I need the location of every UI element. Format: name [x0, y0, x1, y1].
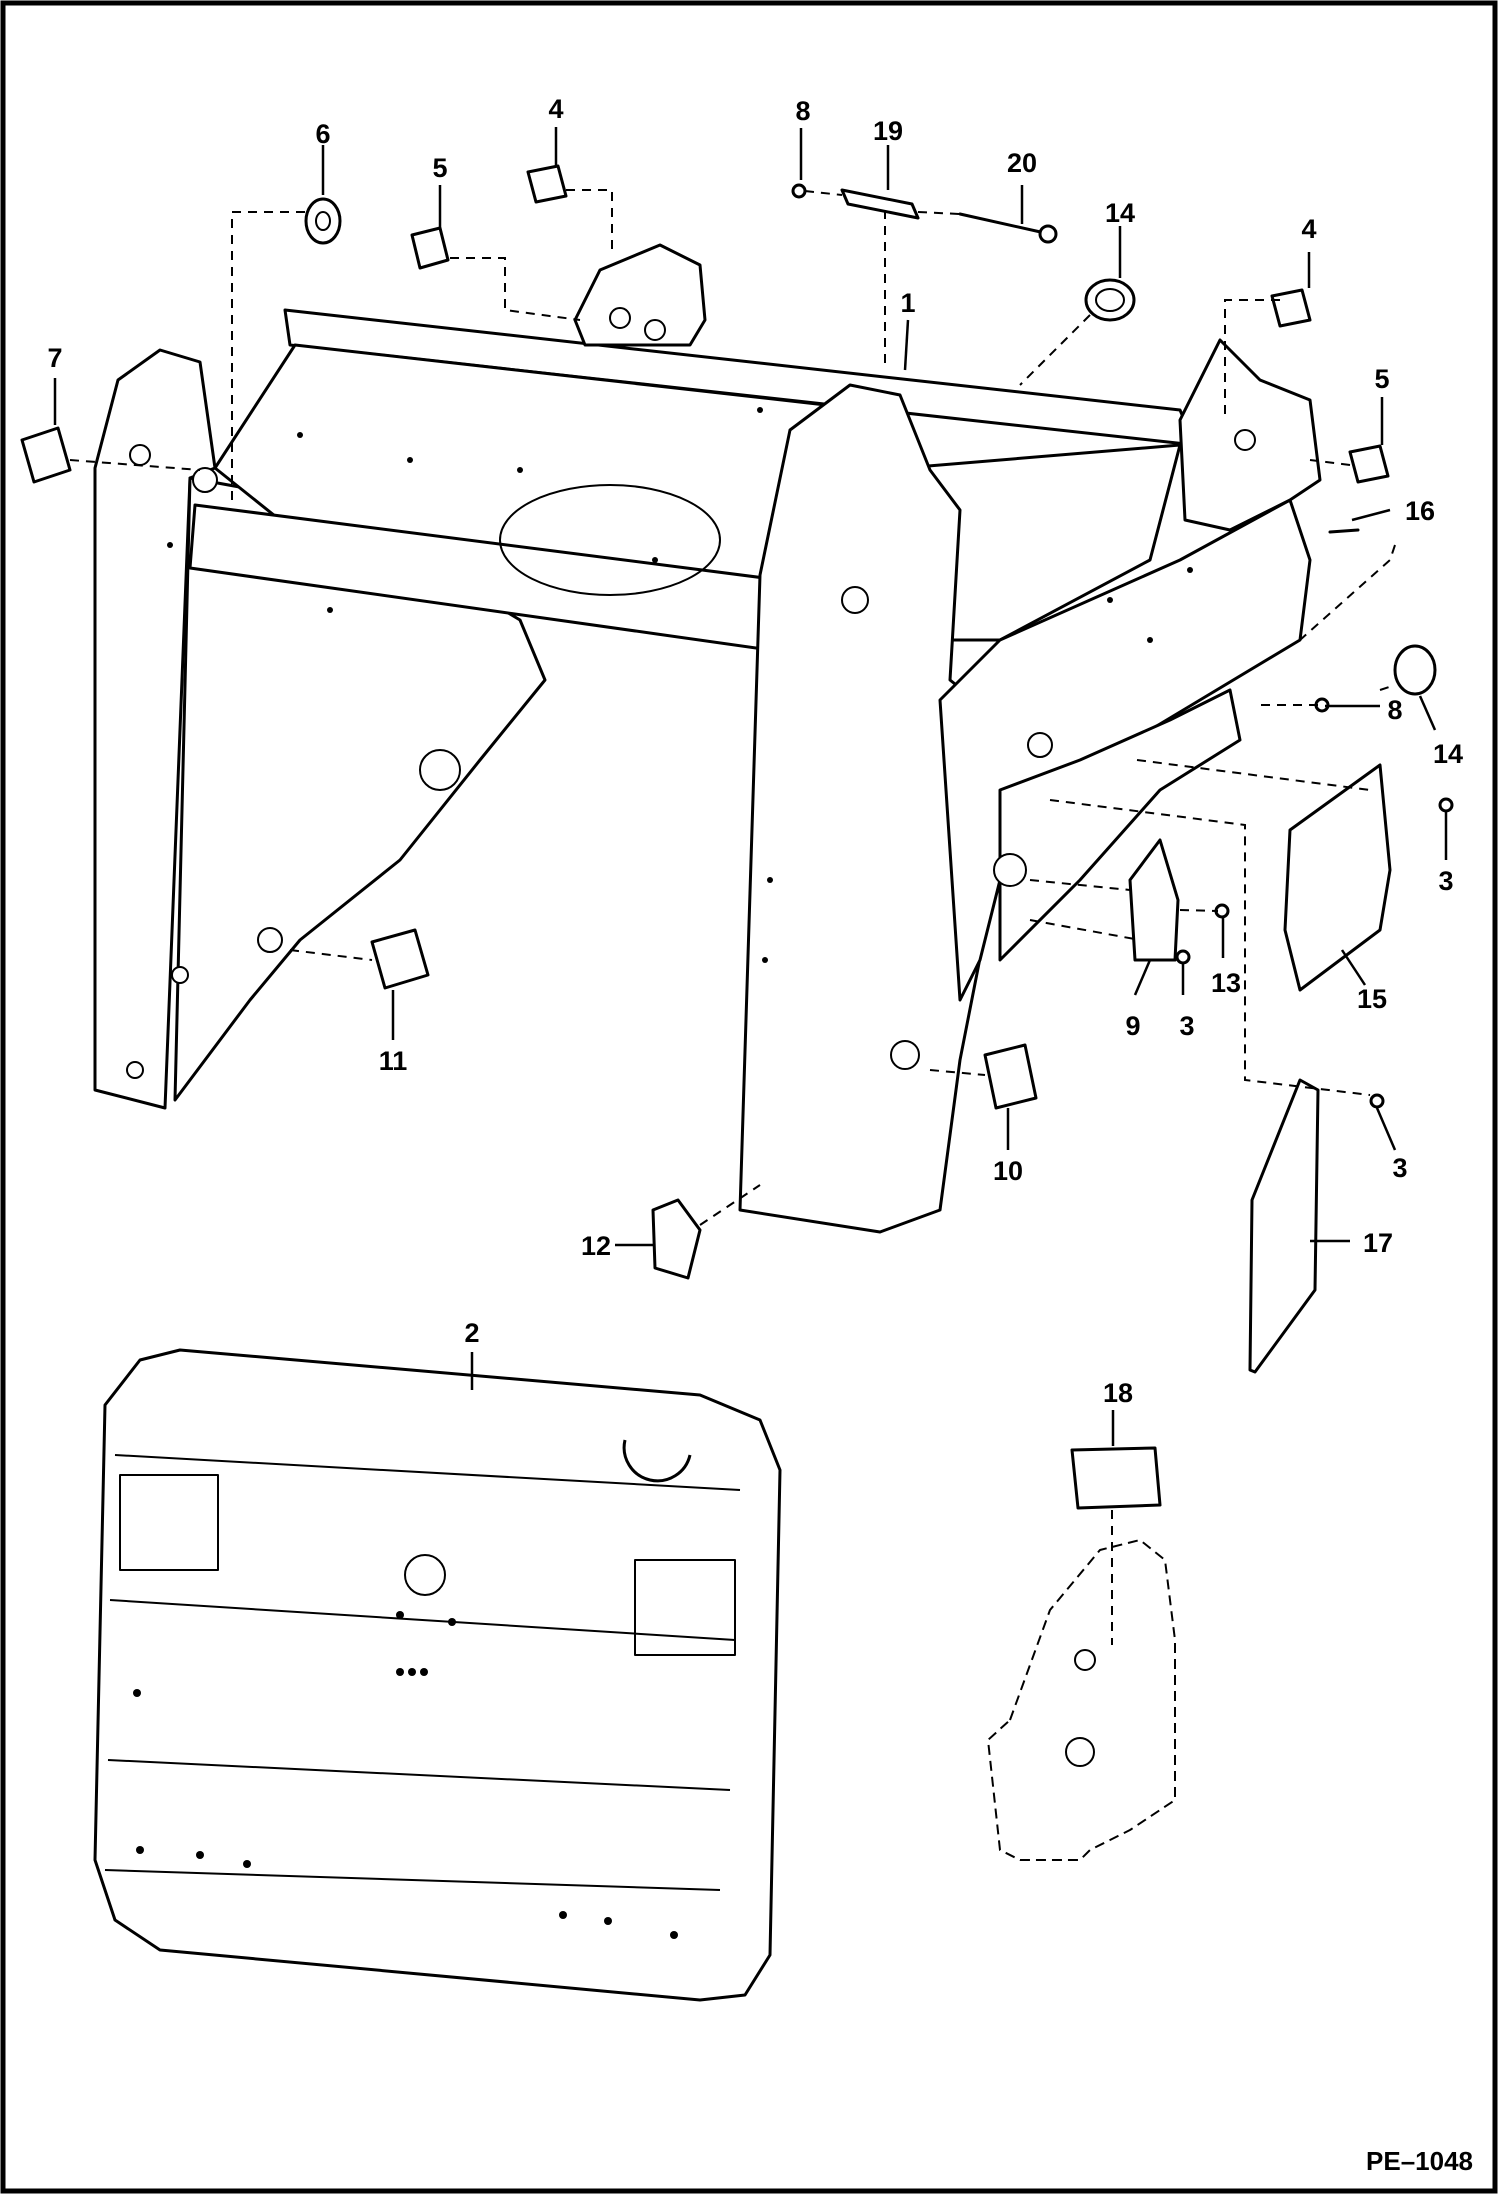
callout-8-top: 8	[795, 96, 810, 126]
part-3-bolt-lower	[1369, 1093, 1385, 1109]
callout-7: 7	[47, 343, 62, 373]
figure-id: PE–1048	[1366, 2146, 1473, 2176]
frame-hole	[890, 1040, 920, 1070]
part-11-mount	[370, 928, 430, 990]
part-3-bolt-middle	[1175, 949, 1191, 965]
callout-8-right: 8	[1387, 695, 1402, 725]
frame-hole	[126, 1061, 144, 1079]
frame-hole	[257, 927, 283, 953]
frame-hole	[993, 853, 1027, 887]
callout-15: 15	[1357, 984, 1387, 1014]
part-18-assembly	[987, 1446, 1176, 1861]
part-4-bushing-right	[1270, 288, 1312, 328]
callout-5-left: 5	[432, 153, 447, 183]
part-10-mount	[983, 1043, 1038, 1110]
part-18-tower	[987, 1539, 1176, 1861]
callout-4-right: 4	[1301, 214, 1316, 244]
part-19-pin	[840, 188, 920, 220]
frame-hole	[171, 966, 189, 984]
callout-2: 2	[464, 1318, 479, 1348]
panel-window-right	[634, 1559, 736, 1656]
callout-6: 6	[315, 119, 330, 149]
frame-hole	[419, 749, 461, 791]
lower-rear-plate	[998, 688, 1242, 962]
callout-3-middle: 3	[1179, 1011, 1194, 1041]
center-mount-bracket	[573, 243, 707, 347]
right-side-plate	[938, 498, 1312, 1002]
callout-14-right: 14	[1433, 739, 1463, 769]
part-9-plate	[1128, 838, 1180, 962]
callout-14-top: 14	[1105, 198, 1135, 228]
part-17-plate	[1248, 1078, 1320, 1374]
part-16-bolt	[1328, 528, 1360, 534]
part-8-nut-top	[791, 183, 807, 199]
panel-outline	[93, 1348, 782, 2002]
callout-10: 10	[993, 1156, 1023, 1186]
callout-17: 17	[1363, 1228, 1393, 1258]
part-18-bushing	[1070, 1446, 1162, 1510]
callout-12: 12	[581, 1231, 611, 1261]
callout-19: 19	[873, 116, 903, 146]
part-15-plate	[1283, 763, 1392, 992]
frame-hole	[644, 319, 666, 341]
main-frame-assembly	[93, 243, 1322, 1234]
callout-3-upper: 3	[1438, 866, 1453, 896]
floor-access-cutout	[499, 484, 721, 596]
leader-lines	[53, 127, 1448, 1446]
part-5-bushing-left	[410, 226, 450, 270]
panel-window-left	[119, 1474, 219, 1571]
part-20-bolt	[958, 212, 1047, 235]
part-5-bushing-right	[1348, 444, 1390, 484]
tower-hole	[1074, 1649, 1096, 1671]
callout-18: 18	[1103, 1378, 1133, 1408]
callout-13: 13	[1211, 968, 1241, 998]
part-4-bushing-left	[526, 164, 568, 204]
panel-hole	[404, 1554, 446, 1596]
callout-9: 9	[1125, 1011, 1140, 1041]
part-7-mount	[20, 426, 72, 484]
frame-hole	[609, 307, 631, 329]
callout-16: 16	[1405, 496, 1435, 526]
frame-hole	[192, 467, 218, 493]
callout-4-left: 4	[548, 94, 563, 124]
part-3-bolt-upper	[1438, 797, 1454, 813]
frame-hole	[841, 586, 869, 614]
assembly-lines	[69, 189, 1396, 1226]
part-14-bearing-right	[1393, 644, 1437, 696]
callout-20: 20	[1007, 148, 1037, 178]
part-12-clip	[651, 1198, 702, 1280]
callout-5-right: 5	[1374, 364, 1389, 394]
part-2-panel	[93, 1348, 782, 2002]
callout-11: 11	[379, 1046, 408, 1076]
callout-labels: 1 2 3 3 3 4 4 5 5 6 7 8 8 9 10 11 12 13 …	[47, 94, 1463, 1408]
frame-hole	[129, 444, 151, 466]
frame-hole	[1027, 732, 1053, 758]
part-6-washer	[304, 197, 342, 245]
panel-notch	[622, 1439, 692, 1483]
callout-3-lower: 3	[1392, 1153, 1407, 1183]
frame-hole	[1234, 429, 1256, 451]
callout-1: 1	[900, 288, 915, 318]
part-14-bearing-top	[1084, 278, 1136, 322]
tower-hole	[1065, 1737, 1095, 1767]
